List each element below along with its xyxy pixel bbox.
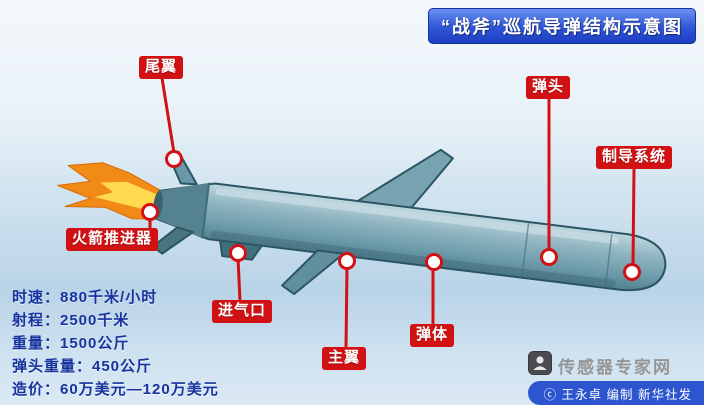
callout-markers — [141, 150, 641, 281]
spec-weight: 重量：1500公斤 — [12, 335, 130, 352]
watermark: 传感器专家网 — [528, 351, 672, 380]
near-wing-shape — [281, 249, 345, 296]
credit-bar: ⓒ 王永卓 编制 新华社发 — [527, 381, 704, 405]
label-warhead: 弹头 — [526, 76, 571, 99]
fuselage-shape — [155, 182, 667, 292]
label-rocket-booster: 火箭推进器 — [66, 228, 159, 251]
label-main-wing: 主翼 — [322, 347, 367, 370]
watermark-logo-icon — [528, 351, 552, 380]
diagram-title: “战斧”巡航导弹结构示意图 — [428, 8, 696, 44]
label-air-intake: 进气口 — [212, 300, 273, 323]
spec-range: 射程：2500千米 — [12, 312, 130, 329]
callout-lines — [148, 76, 636, 350]
spec-list: 时速：880千米/小时 射程：2500千米 重量：1500公斤 弹头重量：450… — [12, 286, 219, 401]
label-guidance-system: 制导系统 — [596, 146, 673, 169]
label-tail-fin: 尾翼 — [139, 56, 184, 79]
missile-airframe — [57, 148, 667, 296]
spec-warhead-weight: 弹头重量：450公斤 — [12, 358, 153, 375]
booster-section-shape — [156, 182, 210, 239]
watermark-text: 传感器专家网 — [558, 358, 672, 377]
spec-speed: 时速：880千米/小时 — [12, 289, 158, 306]
spec-cost: 造价：60万美元—120万美元 — [12, 381, 219, 398]
label-missile-body: 弹体 — [410, 324, 455, 347]
lower-tail-fin-shape — [151, 226, 194, 255]
